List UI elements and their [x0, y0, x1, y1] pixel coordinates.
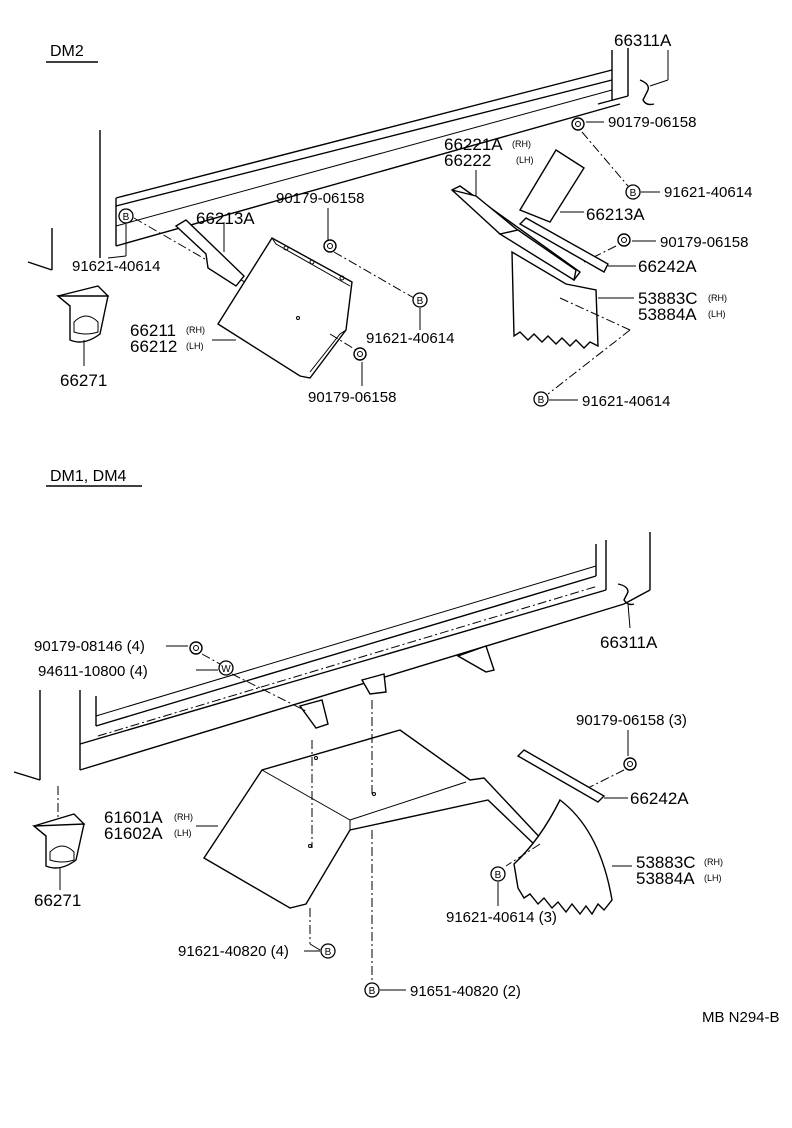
nut-90179-06158-d [353, 347, 367, 386]
mudguard-66211 [217, 237, 353, 379]
label-61602A-lh: (LH) [174, 828, 192, 838]
frame-hangers [298, 645, 495, 729]
washer-94611-10800: W [218, 660, 234, 676]
bolt-91651-40820: B [364, 982, 406, 998]
label-66271-top: 66271 [60, 371, 107, 390]
nut-90179-06158-c [323, 239, 337, 253]
label-91621-40820: 91621-40820 (4) [178, 943, 289, 960]
label-91651-40820: 91651-40820 (2) [410, 983, 521, 1000]
label-53884A-bottom-lh: (LH) [704, 873, 722, 883]
label-66212: 66212 [130, 337, 177, 356]
label-90179-08146: 90179-08146 (4) [34, 638, 145, 655]
label-53883C-top-rh: (RH) [708, 293, 727, 303]
label-66222: 66222 [444, 151, 491, 170]
svg-text:B: B [325, 947, 332, 958]
bolt-91621-40614-c: B [107, 208, 134, 259]
clip-66311A [639, 50, 669, 106]
label-90179-06158-b: 90179-06158 [660, 234, 748, 251]
mudflap-53883C-bottom [505, 798, 632, 916]
label-90179-06158-e: 90179-06158 (3) [576, 712, 687, 729]
dash-washer-hanger [231, 673, 309, 713]
label-66271-bottom: 66271 [34, 891, 81, 910]
fender-61601A [203, 729, 548, 909]
clip-66311A-bottom [617, 583, 635, 629]
label-66242A-top: 66242A [638, 257, 697, 276]
bolt-91621-40614-a: B [625, 184, 660, 200]
label-53883C-bottom-rh: (RH) [704, 857, 723, 867]
label-91621-40614-d: 91621-40614 [366, 330, 454, 347]
svg-text:B: B [538, 395, 545, 406]
label-66311A-bottom: 66311A [600, 633, 658, 652]
bracket-66221A [450, 185, 581, 282]
label-90179-06158-d: 90179-06158 [308, 389, 396, 406]
label-91621-40614-b: 91621-40614 [582, 393, 670, 410]
label-61601A: 61601A [104, 808, 163, 827]
label-53884A-bottom: 53884A [636, 869, 695, 888]
cap-66271-top [56, 285, 110, 366]
strip-66242A-bottom [516, 749, 628, 803]
svg-text:B: B [123, 212, 130, 223]
label-66213A-left: 66213A [196, 209, 255, 228]
dash-nut-washer [201, 653, 221, 665]
nut-90179-06158-a [571, 117, 604, 131]
dash-nut-e [583, 769, 625, 791]
label-66212-lh: (LH) [186, 341, 204, 351]
label-53883C-top: 53883C [638, 289, 698, 308]
frame-rail-top [27, 48, 629, 271]
svg-text:B: B [417, 296, 424, 307]
dash-nut-to-bolt-a [581, 131, 629, 187]
bolt-91621-40820: B [320, 943, 336, 959]
bolt-91621-40614-b: B [533, 391, 578, 407]
bracket-66213A-left [174, 219, 245, 287]
svg-text:B: B [369, 986, 376, 997]
dash-to-bolt-b [547, 329, 631, 395]
nut-90179-06158-b [617, 233, 656, 247]
label-91621-40614-e: 91621-40614 (3) [446, 909, 557, 926]
frame-rail-bottom [13, 532, 651, 781]
label-94611-10800: 94611-10800 (4) [38, 663, 148, 680]
reference-code: MB N294-B [702, 1009, 780, 1026]
section-heading-dm1-dm4: DM1, DM4 [50, 468, 127, 485]
svg-text:B: B [630, 188, 637, 199]
bracket-66213A-right [518, 149, 585, 223]
label-53884A-top: 53884A [638, 305, 697, 324]
label-91621-40614-a: 91621-40614 [664, 184, 752, 201]
label-66213A-right: 66213A [586, 205, 645, 224]
bolt-91621-40614-e: B [490, 866, 506, 906]
strip-66242A-top [518, 217, 636, 273]
mudflap-53883C-top [511, 250, 634, 349]
dash-nut-d [329, 333, 357, 351]
nut-90179-06158-e [623, 757, 637, 771]
label-53884A-top-lh: (LH) [708, 309, 726, 319]
label-66211-rh: (RH) [186, 325, 205, 335]
leader-dash-40820 [309, 943, 321, 951]
label-91621-40614-c: 91621-40614 [72, 258, 160, 275]
label-66222-lh: (LH) [516, 155, 534, 165]
cap-66271-bottom [32, 813, 86, 890]
svg-text:B: B [495, 870, 502, 881]
label-90179-06158-a: 90179-06158 [608, 114, 696, 131]
label-66211: 66211 [130, 321, 176, 340]
label-66311A: 66311A [614, 31, 672, 50]
svg-text:W: W [221, 664, 231, 675]
label-66242A-bottom: 66242A [630, 789, 689, 808]
label-90179-06158-c: 90179-06158 [276, 190, 364, 207]
label-53883C-bottom: 53883C [636, 853, 696, 872]
nut-90179-08146 [189, 641, 203, 655]
label-61601A-rh: (RH) [174, 812, 193, 822]
label-66221A: 66221A [444, 135, 503, 154]
bolt-91621-40614-d: B [412, 292, 428, 330]
section-heading-dm2: DM2 [50, 43, 84, 60]
label-61602A: 61602A [104, 824, 163, 843]
dash-nut-c [333, 251, 415, 299]
label-66221A-rh: (RH) [512, 139, 531, 149]
